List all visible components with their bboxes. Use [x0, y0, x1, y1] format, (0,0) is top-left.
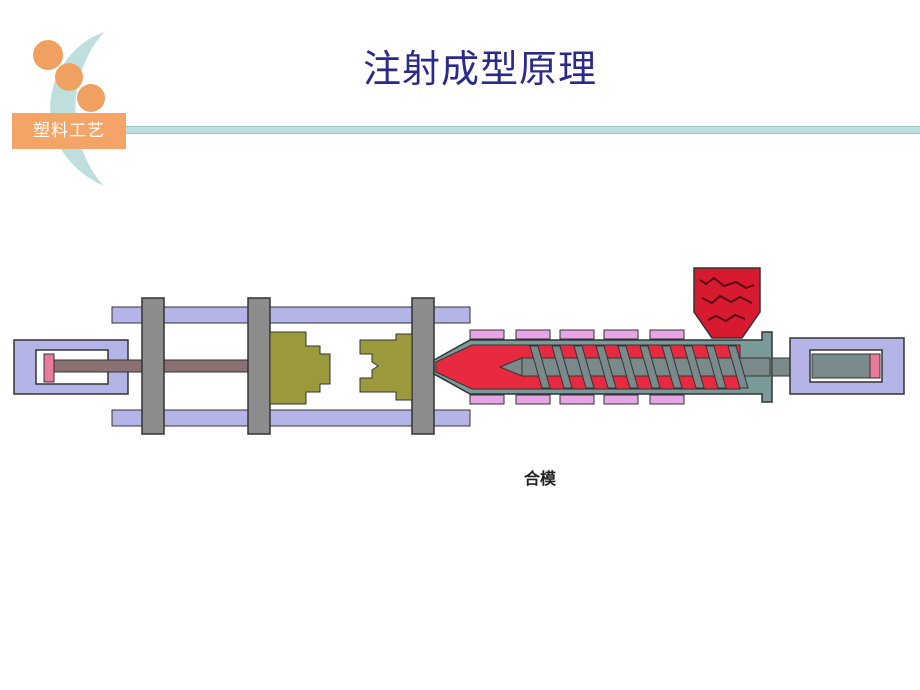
moving-mold-half — [269, 331, 331, 405]
tie-bars — [111, 306, 471, 427]
logo-dot-1 — [33, 40, 63, 70]
logo-dot-3 — [77, 84, 105, 112]
fixed-mold-half — [359, 333, 413, 401]
injection-molding-diagram — [13, 267, 905, 435]
crescent-logo-icon — [50, 32, 104, 186]
heater-bands — [469, 329, 685, 405]
injection-cylinder — [789, 337, 905, 395]
logo-dot-2 — [55, 63, 83, 91]
hopper — [693, 267, 761, 339]
clamp-cylinder — [13, 339, 249, 395]
logo-decoration — [0, 0, 140, 200]
header-rule — [124, 126, 920, 134]
badge-label: 塑料工艺 — [12, 113, 126, 149]
diagram-caption: 合模 — [523, 469, 556, 488]
page-title: 注射成型原理 — [362, 47, 597, 91]
